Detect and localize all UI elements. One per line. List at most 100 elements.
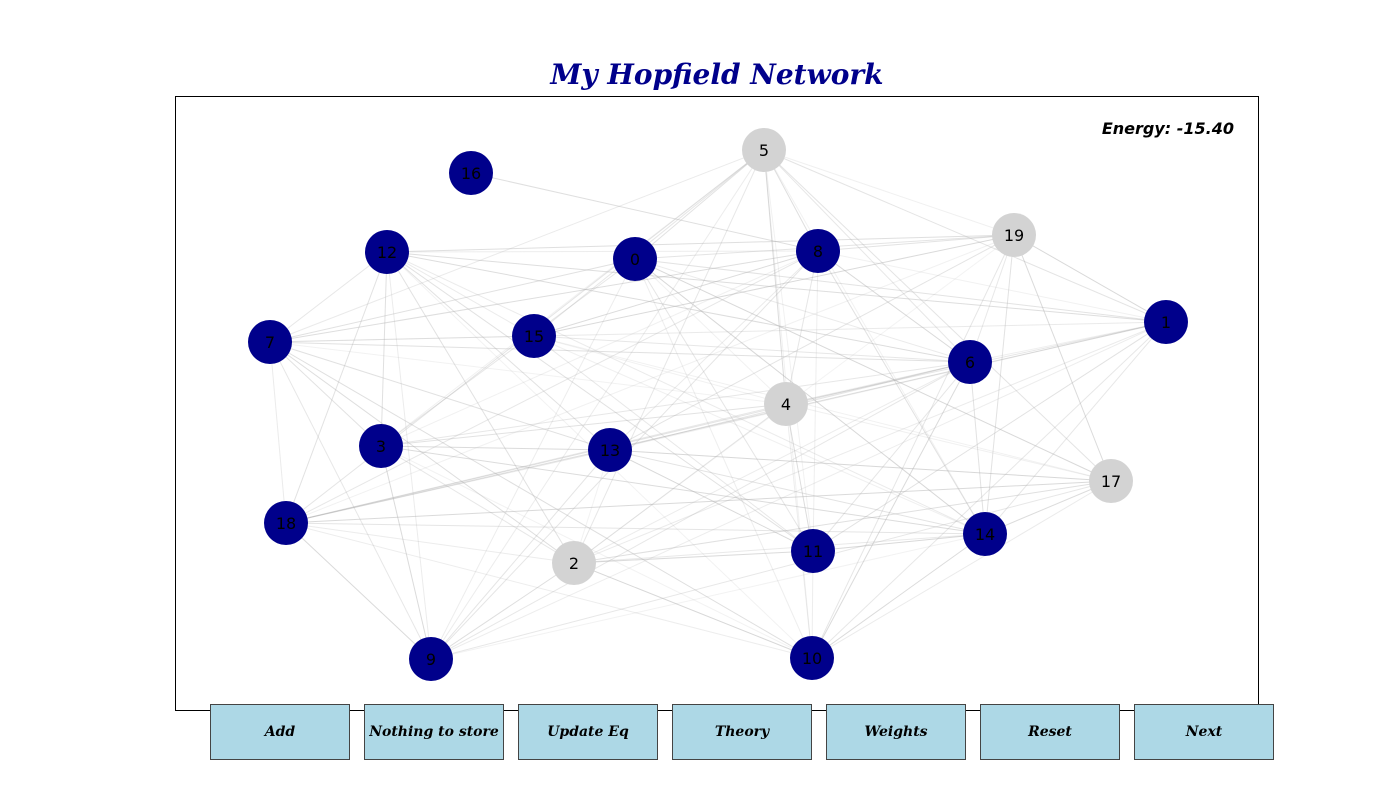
edge-11-13 [609, 449, 814, 552]
node-13[interactable]: 13 [588, 428, 632, 472]
edge-8-11 [812, 250, 819, 552]
next-button[interactable]: Next [1134, 704, 1274, 760]
edge-14-17 [984, 480, 1112, 535]
node-label-19: 19 [1004, 226, 1024, 245]
edge-10-14 [811, 533, 986, 659]
node-14[interactable]: 14 [963, 512, 1007, 556]
node-circle-14[interactable] [963, 512, 1007, 556]
node-19[interactable]: 19 [992, 213, 1036, 257]
node-2[interactable]: 2 [552, 541, 596, 585]
reset-button[interactable]: Reset [980, 704, 1120, 760]
theory-button[interactable]: Theory [672, 704, 812, 760]
edge-1-10 [811, 321, 1167, 659]
edge-12-19 [386, 234, 1015, 253]
edge-10-17 [811, 480, 1112, 659]
node-circle-12[interactable] [365, 230, 409, 274]
edge-13-17 [609, 449, 1112, 482]
node-circle-19[interactable] [992, 213, 1036, 257]
edge-3-5 [380, 149, 765, 447]
node-label-1: 1 [1161, 313, 1171, 332]
node-circle-18[interactable] [264, 501, 308, 545]
edge-9-18 [285, 522, 432, 660]
node-circle-0[interactable] [613, 237, 657, 281]
node-circle-2[interactable] [552, 541, 596, 585]
node-16[interactable]: 16 [449, 151, 493, 195]
edge-5-19 [763, 149, 1015, 236]
node-circle-11[interactable] [791, 529, 835, 573]
node-9[interactable]: 9 [409, 637, 453, 681]
node-7[interactable]: 7 [248, 320, 292, 364]
edge-4-5 [763, 149, 787, 405]
edge-5-7 [269, 149, 765, 343]
node-label-15: 15 [524, 327, 544, 346]
edge-9-17 [430, 480, 1112, 660]
node-10[interactable]: 10 [790, 636, 834, 680]
node-label-6: 6 [965, 353, 975, 372]
node-8[interactable]: 8 [796, 229, 840, 273]
edge-14-19 [984, 234, 1015, 535]
edge-3-9 [380, 445, 432, 660]
node-circle-16[interactable] [449, 151, 493, 195]
edge-5-9 [430, 149, 765, 660]
edge-0-5 [634, 149, 765, 260]
node-17[interactable]: 17 [1089, 459, 1133, 503]
edge-0-4 [634, 258, 787, 405]
node-0[interactable]: 0 [613, 237, 657, 281]
node-label-17: 17 [1101, 472, 1121, 491]
node-circle-17[interactable] [1089, 459, 1133, 503]
edge-2-18 [285, 522, 575, 564]
node-circle-10[interactable] [790, 636, 834, 680]
update-eq-button[interactable]: Update Eq [518, 704, 658, 760]
edge-6-12 [386, 251, 971, 363]
edge-6-15 [533, 335, 971, 363]
edge-1-14 [984, 321, 1167, 535]
edge-9-12 [386, 251, 432, 660]
nothing-to-store-button[interactable]: Nothing to store [364, 704, 504, 760]
node-6[interactable]: 6 [948, 340, 992, 384]
edge-6-7 [269, 341, 971, 363]
edge-0-6 [634, 258, 971, 363]
node-label-3: 3 [376, 437, 386, 456]
node-3[interactable]: 3 [359, 424, 403, 468]
node-1[interactable]: 1 [1144, 300, 1188, 344]
edge-1-6 [969, 321, 1167, 363]
node-11[interactable]: 11 [791, 529, 835, 573]
edge-2-12 [386, 251, 575, 564]
weights-button[interactable]: Weights [826, 704, 966, 760]
node-circle-4[interactable] [764, 382, 808, 426]
node-circle-6[interactable] [948, 340, 992, 384]
edge-1-5 [763, 149, 1167, 323]
edge-1-11 [812, 321, 1167, 552]
node-circle-13[interactable] [588, 428, 632, 472]
node-12[interactable]: 12 [365, 230, 409, 274]
node-4[interactable]: 4 [764, 382, 808, 426]
edge-4-15 [533, 335, 787, 405]
node-circle-1[interactable] [1144, 300, 1188, 344]
edge-1-13 [609, 321, 1167, 451]
page-title: My Hopfield Network [550, 58, 884, 91]
edge-9-13 [430, 449, 611, 660]
edge-4-10 [785, 403, 813, 659]
node-circle-15[interactable] [512, 314, 556, 358]
node-circle-3[interactable] [359, 424, 403, 468]
node-circle-9[interactable] [409, 637, 453, 681]
edge-6-9 [430, 361, 971, 660]
node-circle-5[interactable] [742, 128, 786, 172]
node-5[interactable]: 5 [742, 128, 786, 172]
edge-6-19 [969, 234, 1015, 363]
node-label-4: 4 [781, 395, 791, 414]
edge-3-7 [269, 341, 382, 447]
node-label-10: 10 [802, 649, 822, 668]
node-circle-8[interactable] [796, 229, 840, 273]
edge-7-9 [269, 341, 432, 660]
edge-1-18 [285, 321, 1167, 524]
edge-8-12 [386, 250, 819, 253]
add-button[interactable]: Add [210, 704, 350, 760]
node-15[interactable]: 15 [512, 314, 556, 358]
node-circle-7[interactable] [248, 320, 292, 364]
edge-1-8 [817, 250, 1167, 323]
node-label-18: 18 [276, 514, 296, 533]
node-18[interactable]: 18 [264, 501, 308, 545]
edge-3-13 [380, 445, 611, 451]
edge-6-14 [969, 361, 986, 535]
